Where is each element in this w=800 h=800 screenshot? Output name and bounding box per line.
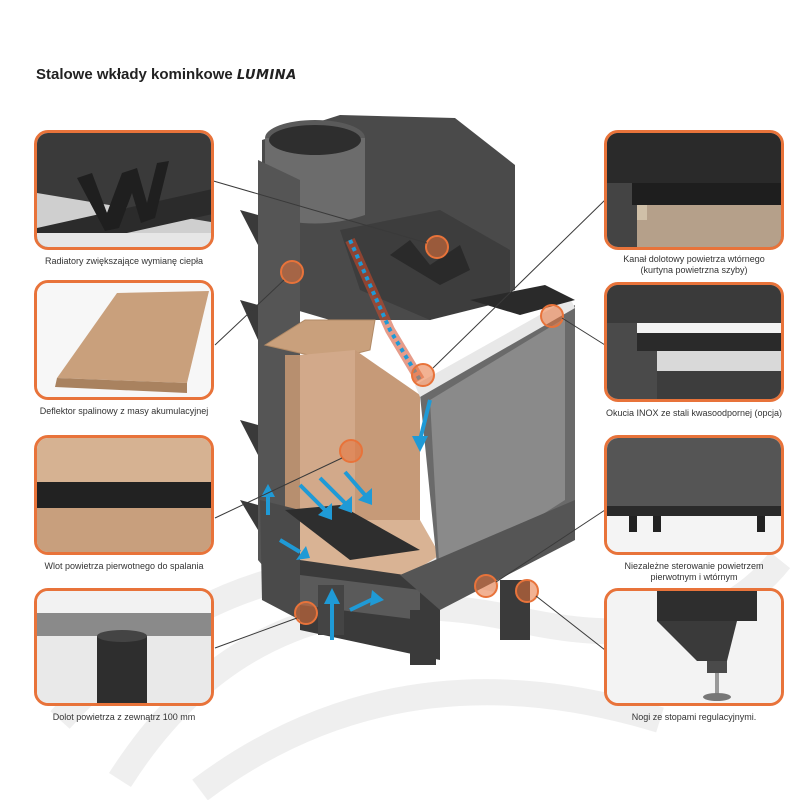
chamber-back-wall bbox=[355, 350, 420, 520]
grate bbox=[285, 505, 420, 560]
marker-circles bbox=[280, 235, 564, 625]
radiators-photo bbox=[37, 133, 211, 247]
external-air-photo bbox=[37, 591, 211, 703]
caption-inox: Okucia INOX ze stali kwasoodpornej (opcj… bbox=[605, 408, 783, 418]
marker-radiators bbox=[425, 235, 449, 259]
caption-secondary-air-line2: (kurtyna powietrzna szyby) bbox=[640, 265, 748, 275]
secondary-air-photo bbox=[607, 133, 781, 247]
marker-deflector bbox=[280, 260, 304, 284]
marker-primary-air bbox=[339, 439, 363, 463]
leader-lines bbox=[209, 179, 606, 651]
inox-photo bbox=[607, 285, 781, 399]
callout-secondary-air bbox=[604, 130, 784, 250]
title-text: Stalowe wkłady kominkowe bbox=[36, 66, 233, 83]
caption-air-control-line2: pierwotnym i wtórnym bbox=[650, 572, 738, 582]
caption-external-air: Dolot powietrza z zewnątrz 100 mm bbox=[52, 712, 196, 722]
callout-air-control bbox=[604, 435, 784, 555]
caption-air-control-line1: Niezależne sterowanie powietrzem bbox=[624, 561, 764, 571]
door-top-plate bbox=[470, 285, 575, 315]
marker-secondary-air bbox=[411, 363, 435, 387]
primary-air-photo bbox=[37, 438, 211, 552]
marker-legs bbox=[515, 579, 539, 603]
marker-inox bbox=[540, 304, 564, 328]
callout-primary-air bbox=[34, 435, 214, 555]
caption-air-control: Niezależne sterowanie powietrzem pierwot… bbox=[604, 561, 784, 583]
callout-radiators bbox=[34, 130, 214, 250]
chamber-left-edge bbox=[285, 355, 300, 520]
left-radiator-fins bbox=[240, 210, 258, 530]
base-right bbox=[400, 500, 575, 610]
page-title: Stalowe wkłady kominkowe LUMINA bbox=[36, 66, 297, 83]
caption-secondary-air-line1: Kanał dolotowy powietrza wtórnego bbox=[623, 254, 765, 264]
callout-external-air bbox=[34, 588, 214, 706]
airflow-arrows bbox=[261, 237, 432, 640]
chamber-left-wall bbox=[300, 350, 355, 520]
brand-logo: LUMINA bbox=[236, 68, 297, 83]
caption-secondary-air: Kanał dolotowy powietrza wtórnego (kurty… bbox=[604, 254, 784, 276]
caption-primary-air: Wlot powietrza pierwotnego do spalania bbox=[44, 561, 204, 571]
callout-deflector bbox=[34, 280, 214, 400]
caption-deflector: Deflektor spalinowy z masy akumulacyjnej bbox=[39, 406, 209, 416]
door-glass bbox=[430, 318, 565, 580]
callout-legs bbox=[604, 588, 784, 706]
deflector-photo bbox=[37, 283, 211, 397]
flue-opening bbox=[269, 125, 361, 155]
air-control-photo bbox=[607, 438, 781, 552]
marker-external-air bbox=[294, 601, 318, 625]
inox-trim bbox=[415, 298, 575, 397]
caption-legs: Nogi ze stopami regulacyjnymi. bbox=[631, 712, 757, 722]
legs-photo bbox=[607, 591, 781, 703]
marker-air-control bbox=[474, 574, 498, 598]
radiator-ribs bbox=[390, 240, 470, 285]
leg-front bbox=[410, 610, 436, 665]
callout-inox bbox=[604, 282, 784, 402]
caption-radiators: Radiatory zwiększające wymianę ciepła bbox=[44, 256, 204, 266]
base-left bbox=[260, 500, 300, 620]
